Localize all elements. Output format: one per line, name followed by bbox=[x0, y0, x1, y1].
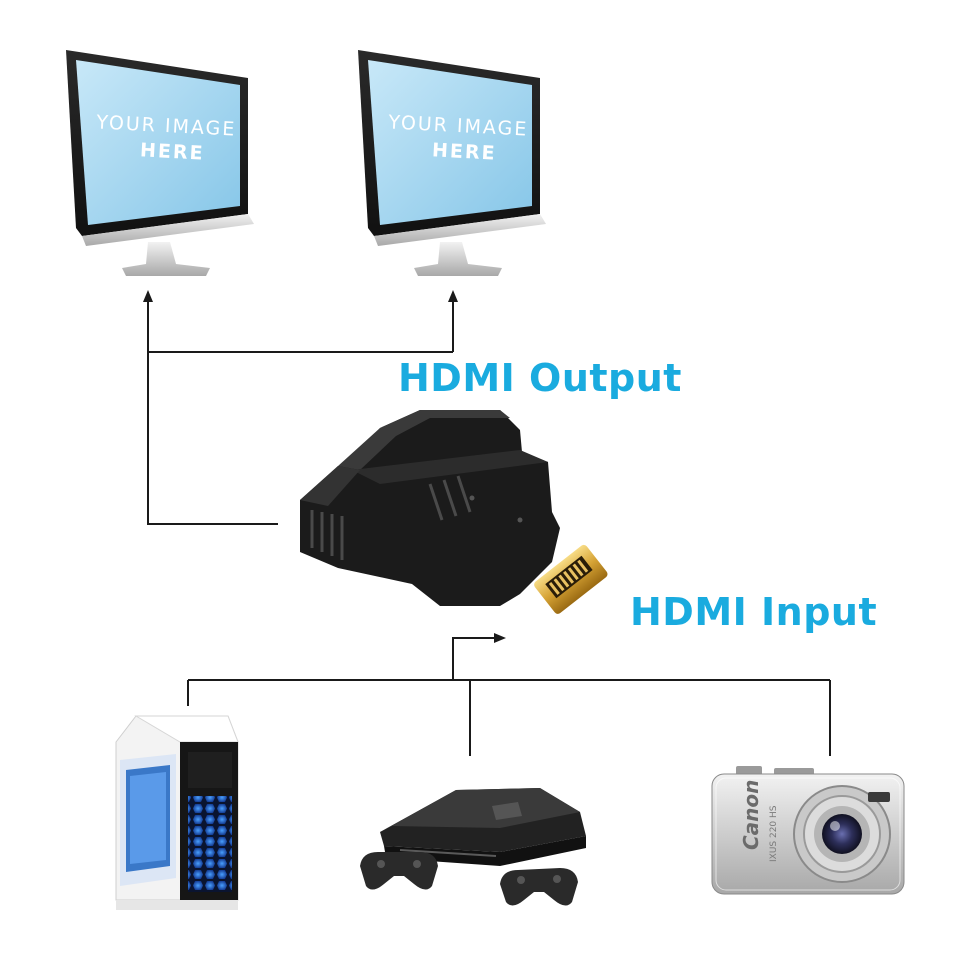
screen-placeholder-line2: HERE bbox=[432, 139, 498, 164]
input-connector-lines bbox=[187, 637, 831, 756]
arrowhead-up bbox=[143, 290, 153, 302]
output-connector-lines bbox=[147, 296, 454, 525]
hdmi-splitter-adapter bbox=[300, 410, 608, 614]
camera-icon: Canon IXUS 220 HS bbox=[711, 766, 905, 895]
game-console-icon bbox=[360, 788, 586, 906]
screen-placeholder-line2: HERE bbox=[140, 139, 206, 164]
arrowhead-up bbox=[448, 290, 458, 302]
monitor-icon: YOUR IMAGE HERE bbox=[358, 50, 546, 276]
hdmi-input-label: HDMI Input bbox=[630, 590, 878, 634]
arrowhead-right bbox=[494, 633, 506, 643]
pc-tower-icon bbox=[115, 715, 239, 910]
hdmi-output-label: HDMI Output bbox=[398, 356, 682, 400]
camera-model: IXUS 220 HS bbox=[769, 805, 779, 862]
monitor-icon: YOUR IMAGE HERE bbox=[66, 50, 254, 276]
camera-brand: Canon bbox=[739, 780, 763, 850]
